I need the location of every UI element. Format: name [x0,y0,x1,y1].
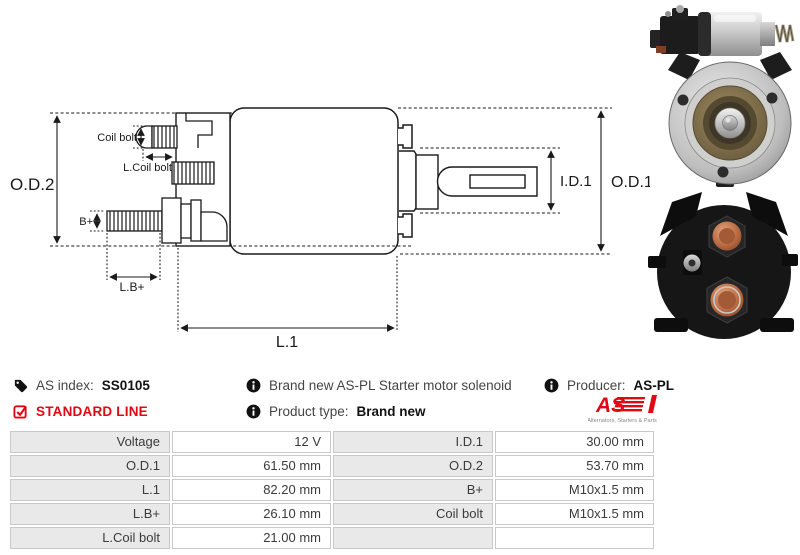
spec-value: 30.00 mm [495,431,654,453]
spec-label: I.D.1 [333,431,493,453]
spec-value: 21.00 mm [172,527,331,549]
product-type-label: Product type: [269,403,349,419]
product-photo-side-view [650,5,795,56]
standard-line-row: STANDARD LINE [13,401,148,421]
producer-row: Producer: AS-PL [544,375,674,395]
dim-label-l-coil-bolt: L.Coil bolt [123,162,172,174]
spec-label: L.Coil bolt [10,527,170,549]
spec-label: B+ [333,479,493,501]
producer-label: Producer: [567,377,626,393]
checkbox-check-icon [13,404,27,419]
product-photos [648,5,798,339]
dim-label-id1: I.D.1 [560,173,592,190]
product-description: Brand new AS-PL Starter motor solenoid [269,377,512,393]
technical-diagram: O.D.2 Coil bolt L.Coil bolt B+ L.B+ L.1 … [10,107,650,351]
standard-line-badge: STANDARD LINE [36,403,148,419]
as-index-value: SS0105 [101,377,150,393]
as-index-label: AS index: [36,377,94,393]
as-index-row: AS index: SS0105 [13,375,150,395]
product-type-row: Product type: Brand new [246,401,426,421]
spec-table: Voltage 12 V I.D.1 30.00 mm O.D.1 61.50 … [10,431,654,549]
product-photo-back-view [648,192,798,339]
info-icon [246,404,261,418]
dim-label-coil-bolt: Coil bolt [97,132,137,144]
spec-value: 61.50 mm [172,455,331,477]
dim-label-l-b-plus: L.B+ [119,280,144,294]
solenoid-outline [106,107,538,255]
spec-label: Voltage [10,431,170,453]
info-icon [246,378,261,392]
spec-value: 12 V [172,431,331,453]
as-pl-logo: AS Alternators, Starters & Parts [588,394,657,424]
spec-label: L.B+ [10,503,170,525]
spec-label [333,527,493,549]
info-icon [544,378,559,392]
spec-value: 53.70 mm [495,455,654,477]
dim-label-od1: O.D.1 [611,174,650,191]
spec-value: M10x1.5 mm [495,503,654,525]
spec-value: 26.10 mm [172,503,331,525]
dim-label-od2: O.D.2 [10,175,54,194]
spec-label: O.D.2 [333,455,493,477]
spec-label: O.D.1 [10,455,170,477]
dimension-lines [50,107,612,332]
logo-text: AS [595,394,625,417]
description-row: Brand new AS-PL Starter motor solenoid [246,375,512,395]
spec-value [495,527,654,549]
tag-icon [14,379,28,392]
dim-label-l1: L.1 [276,334,298,351]
spec-label: Coil bolt [333,503,493,525]
logo-tagline: Alternators, Starters & Parts [588,418,657,424]
product-type-value: Brand new [356,403,426,419]
spec-value: 82.20 mm [172,479,331,501]
spec-label: L.1 [10,479,170,501]
product-photo-front-view [668,52,792,187]
dim-label-b-plus: B+ [79,216,93,228]
producer-value: AS-PL [633,377,675,393]
dimension-labels: O.D.2 Coil bolt L.Coil bolt B+ L.B+ L.1 … [10,132,650,351]
spec-value: M10x1.5 mm [495,479,654,501]
